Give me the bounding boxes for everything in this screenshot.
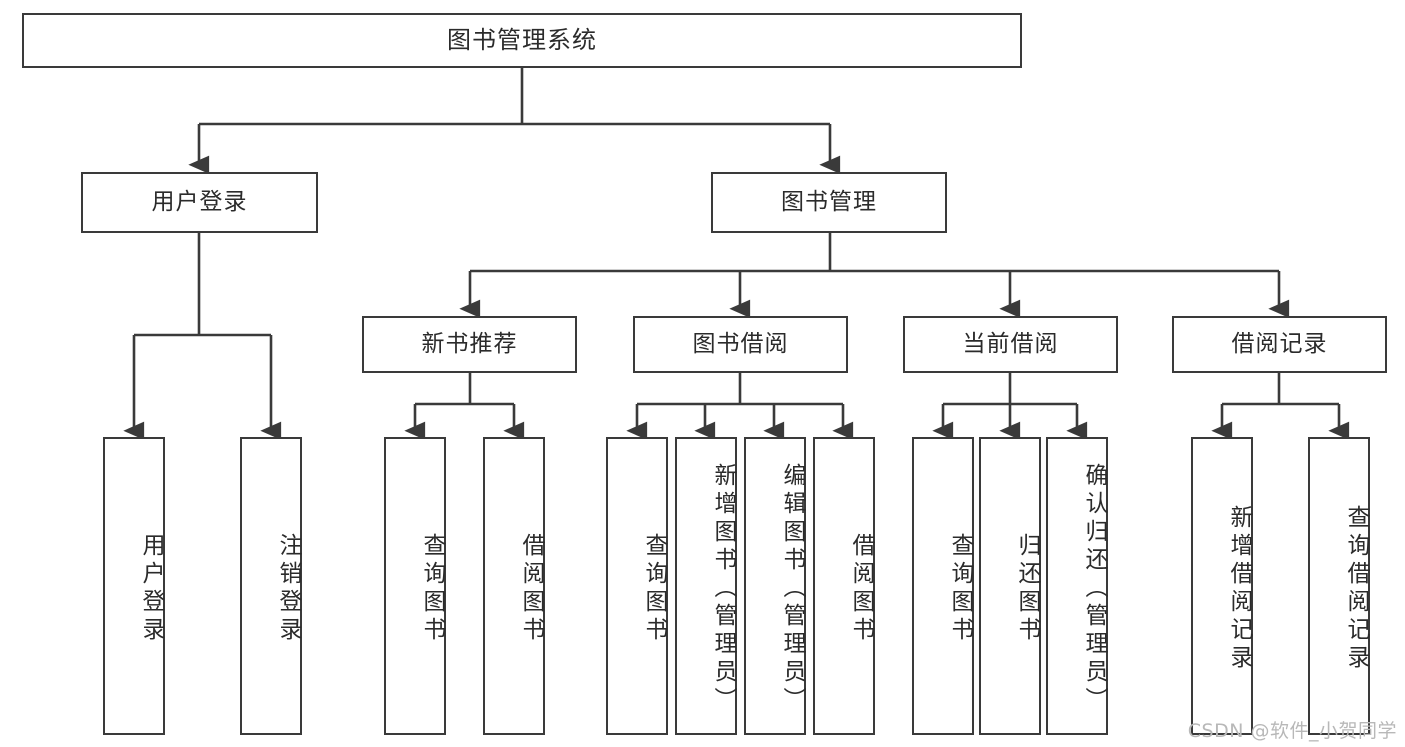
leaf-label: 注销登录 — [275, 533, 301, 645]
leaf-label: 查询借阅记录 — [1343, 505, 1369, 673]
leaf-book-borrow-edit[interactable]: 编辑图书（管理员） — [744, 437, 806, 735]
leaf-book-borrow-borrow[interactable]: 借阅图书 — [813, 437, 875, 735]
node-user-login[interactable]: 用户登录 — [81, 172, 318, 233]
leaf-label: 归还图书 — [1014, 533, 1040, 645]
leaf-label: 新增图书（管理员） — [710, 463, 736, 715]
node-borrow-record[interactable]: 借阅记录 — [1172, 316, 1387, 373]
leaf-borrow-record-add[interactable]: 新增借阅记录 — [1191, 437, 1253, 735]
node-book-borrow[interactable]: 图书借阅 — [633, 316, 848, 373]
leaf-user-login-login[interactable]: 用户登录 — [103, 437, 165, 735]
leaf-label: 查询图书 — [641, 533, 667, 645]
leaf-label: 编辑图书（管理员） — [779, 463, 805, 715]
node-root-system[interactable]: 图书管理系统 — [22, 13, 1022, 68]
leaf-user-login-logout[interactable]: 注销登录 — [240, 437, 302, 735]
csdn-watermark: CSDN @软件_小贺同学 — [1187, 720, 1397, 742]
node-current-borrow[interactable]: 当前借阅 — [903, 316, 1118, 373]
node-book-management[interactable]: 图书管理 — [711, 172, 947, 233]
leaf-new-book-query[interactable]: 查询图书 — [384, 437, 446, 735]
leaf-label: 借阅图书 — [518, 533, 544, 645]
leaf-current-borrow-return[interactable]: 归还图书 — [979, 437, 1041, 735]
leaf-label: 借阅图书 — [848, 533, 874, 645]
leaf-label: 确认归还（管理员） — [1081, 463, 1107, 715]
leaf-current-borrow-query[interactable]: 查询图书 — [912, 437, 974, 735]
leaf-book-borrow-add[interactable]: 新增图书（管理员） — [675, 437, 737, 735]
node-new-book-recommend[interactable]: 新书推荐 — [362, 316, 577, 373]
leaf-new-book-borrow[interactable]: 借阅图书 — [483, 437, 545, 735]
leaf-borrow-record-query[interactable]: 查询借阅记录 — [1308, 437, 1370, 735]
leaf-label: 用户登录 — [138, 533, 164, 645]
leaf-label: 查询图书 — [419, 533, 445, 645]
leaf-book-borrow-query[interactable]: 查询图书 — [606, 437, 668, 735]
leaf-label: 新增借阅记录 — [1226, 505, 1252, 673]
leaf-label: 查询图书 — [947, 533, 973, 645]
leaf-current-borrow-confirm-return[interactable]: 确认归还（管理员） — [1046, 437, 1108, 735]
